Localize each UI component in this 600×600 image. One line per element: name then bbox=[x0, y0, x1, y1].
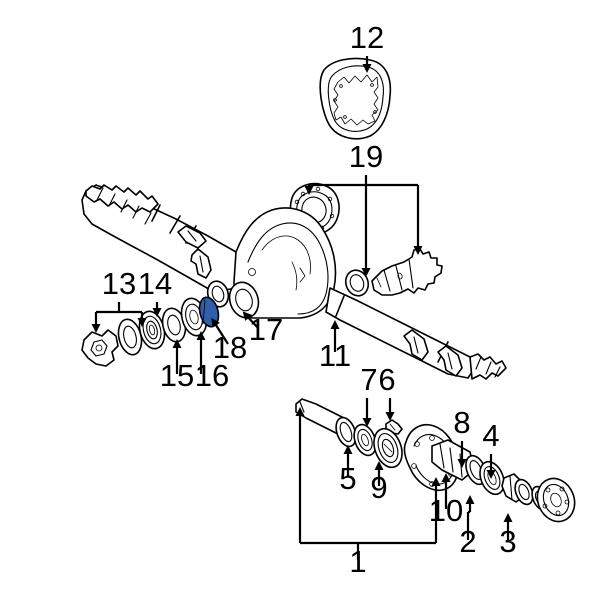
callout-14: 14 bbox=[138, 266, 172, 301]
callout-2: 2 bbox=[459, 524, 476, 559]
leader-13 bbox=[91, 302, 147, 333]
part-brake-backing-ring bbox=[373, 427, 403, 469]
callout-15: 15 bbox=[160, 358, 194, 393]
part-axle-housing bbox=[81, 184, 507, 380]
callout-12: 12 bbox=[350, 20, 384, 55]
part-differential-cover-gasket bbox=[319, 57, 392, 140]
callout-17: 17 bbox=[249, 312, 283, 347]
callout-19: 19 bbox=[349, 139, 383, 174]
leader-2 bbox=[465, 495, 475, 540]
callout-8: 8 bbox=[453, 405, 470, 440]
callout-7: 7 bbox=[360, 362, 377, 397]
part-pinion-seal-ring bbox=[344, 269, 370, 297]
callout-6: 6 bbox=[378, 362, 395, 397]
leader-18 bbox=[211, 317, 229, 345]
callout-5: 5 bbox=[339, 461, 356, 496]
callout-11: 11 bbox=[319, 338, 351, 373]
callout-1: 1 bbox=[349, 544, 366, 579]
part-pinion-yoke-shaft bbox=[371, 248, 443, 296]
part-axle-vent-clip bbox=[81, 329, 119, 367]
callout-labels: 12 19 11 13 14 15 16 17 18 7 6 8 4 5 9 1… bbox=[102, 20, 517, 579]
leader-17 bbox=[242, 311, 259, 329]
part-inner-bearing-cone bbox=[501, 473, 534, 506]
callout-10: 10 bbox=[429, 493, 463, 528]
callout-13: 13 bbox=[102, 266, 136, 301]
callout-4: 4 bbox=[482, 418, 499, 453]
callout-18: 18 bbox=[213, 330, 247, 365]
part-wheel-hub-flange bbox=[536, 477, 576, 523]
callout-9: 9 bbox=[370, 470, 387, 505]
leader-19 bbox=[304, 175, 423, 277]
callout-3: 3 bbox=[499, 524, 516, 559]
part-seal-ring-7 bbox=[353, 423, 377, 457]
leader-1 bbox=[295, 407, 441, 560]
callout-16: 16 bbox=[195, 358, 229, 393]
